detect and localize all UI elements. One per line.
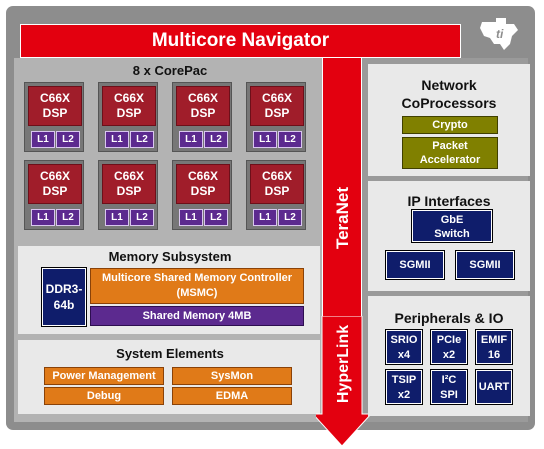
core-line1: C66X [261, 169, 293, 183]
network-heading-line1: Network [421, 77, 477, 93]
shared-memory-block: Shared Memory 4MB [90, 306, 304, 326]
pcie-block: PCIe x2 [430, 329, 468, 365]
gbe-line2: Switch [434, 228, 470, 240]
corepac-heading: 8 x CorePac [132, 63, 208, 78]
tsip-line1: TSIP [391, 374, 417, 386]
uart-block: UART [475, 369, 513, 405]
l1-cache: L1 [31, 209, 55, 226]
ip-heading: IP Interfaces [407, 193, 491, 209]
sgmii-block: SGMII [455, 250, 515, 280]
ddr3-line2: 64b [53, 298, 75, 312]
emif-block: EMIF 16 [475, 329, 513, 365]
core-line1: C66X [187, 169, 219, 183]
l2-cache: L2 [204, 131, 228, 148]
core-line1: C66X [39, 169, 71, 183]
msmc-line2: (MSMC) [176, 287, 218, 299]
hyperlink-label: HyperLink [335, 324, 352, 404]
packet-line2: Accelerator [419, 154, 481, 166]
l2-cache: L2 [56, 131, 80, 148]
i2c-spi-block: I²C SPI [430, 369, 468, 405]
edma-block: EDMA [172, 387, 292, 405]
sysmon-block: SysMon [172, 367, 292, 385]
power-management-block: Power Management [44, 367, 164, 385]
core-line2: DSP [42, 184, 68, 198]
gbe-line1: GbE [440, 214, 464, 226]
gbe-switch-block: GbE Switch [411, 209, 493, 243]
l2-cache: L2 [278, 131, 302, 148]
core-line2: DSP [190, 184, 216, 198]
core-line2: DSP [264, 106, 290, 120]
msmc-block: Multicore Shared Memory Controller (MSMC… [90, 268, 304, 304]
emif-line1: EMIF [480, 334, 508, 346]
emif-line2: 16 [487, 349, 501, 361]
l1-cache: L1 [253, 131, 277, 148]
pcie-line1: PCIe [436, 334, 462, 346]
i2c-line2: SPI [440, 389, 458, 401]
system-heading: System Elements [116, 346, 224, 361]
core-line1: C66X [39, 91, 71, 105]
core-line2: DSP [42, 106, 68, 120]
core-line2: DSP [190, 106, 216, 120]
l2-cache: L2 [204, 209, 228, 226]
packet-line1: Packet [432, 140, 468, 152]
sgmii-block: SGMII [385, 250, 445, 280]
l1-cache: L1 [179, 209, 203, 226]
msmc-line1: Multicore Shared Memory Controller [101, 272, 293, 284]
srio-block: SRIO x4 [385, 329, 423, 365]
svg-text:ti: ti [496, 27, 504, 41]
l2-cache: L2 [56, 209, 80, 226]
network-heading-line2: CoProcessors [401, 95, 497, 111]
l1-cache: L1 [105, 131, 129, 148]
memory-heading: Memory Subsystem [108, 249, 232, 264]
teranet-label: TeraNet [333, 186, 352, 250]
core-line1: C66X [261, 91, 293, 105]
core-line2: DSP [264, 184, 290, 198]
l1-cache: L1 [31, 131, 55, 148]
l2-cache: L2 [278, 209, 302, 226]
pcie-line2: x2 [442, 349, 456, 361]
core-line2: DSP [116, 106, 142, 120]
teranet-bar: TeraNet [322, 58, 362, 320]
core-line1: C66X [187, 91, 219, 105]
debug-block: Debug [44, 387, 164, 405]
srio-line1: SRIO [390, 334, 418, 346]
core-line2: DSP [116, 184, 142, 198]
multicore-navigator-bar: Multicore Navigator [20, 24, 461, 58]
core-line1: C66X [113, 169, 145, 183]
l2-cache: L2 [130, 209, 154, 226]
l1-cache: L1 [253, 209, 277, 226]
tsip-block: TSIP x2 [385, 369, 423, 405]
peripherals-heading: Peripherals & IO [394, 310, 504, 326]
hyperlink-arrow [316, 316, 372, 447]
crypto-block: Crypto [402, 116, 498, 134]
l2-cache: L2 [130, 131, 154, 148]
srio-line2: x4 [397, 349, 411, 361]
l1-cache: L1 [179, 131, 203, 148]
i2c-line1: I²C [441, 374, 457, 386]
tsip-line2: x2 [397, 389, 411, 401]
network-heading: Network CoProcessors [368, 76, 530, 112]
l1-cache: L1 [105, 209, 129, 226]
packet-accelerator-block: Packet Accelerator [402, 137, 498, 169]
ti-logo-icon: ti [476, 14, 524, 54]
ddr3-block: DDR3- 64b [41, 267, 87, 327]
ddr3-line1: DDR3- [45, 282, 83, 296]
core-line1: C66X [113, 91, 145, 105]
